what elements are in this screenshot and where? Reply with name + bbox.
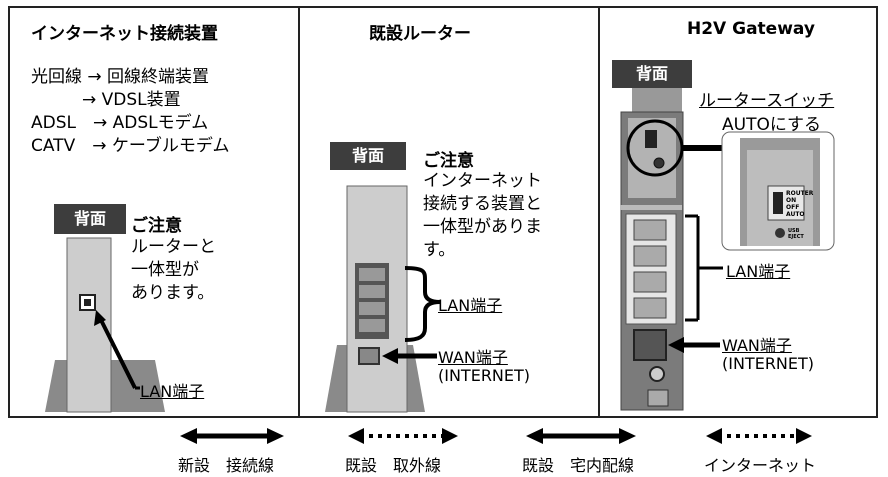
legend-arrow-2 — [348, 428, 458, 444]
panel-2-lan-label: LAN端子 — [438, 296, 503, 315]
panel-2-wan-sub: (INTERNET) — [438, 366, 531, 385]
panel-3-title: H2V Gateway — [687, 19, 815, 39]
panel-3-wan-label: WAN端子 — [722, 336, 792, 355]
legend-label-2: 既設 取外線 — [345, 456, 442, 475]
device-list-line: ADSL → ADSLモデム — [31, 113, 209, 133]
panel-1-note-title: ご注意 — [131, 216, 182, 236]
panel-divider-1 — [298, 6, 300, 418]
panel-1-note-text: ルーターと 一体型が あります。 — [131, 237, 216, 303]
router-device — [325, 185, 425, 413]
legend-label-4: インターネット — [704, 456, 817, 475]
device-list-line: CATV → ケーブルモデム — [31, 136, 230, 156]
panel-2-title: 既設ルーター — [369, 24, 471, 44]
gateway-wan-port — [633, 329, 667, 361]
legend-arrow-1 — [180, 428, 284, 444]
device-list-line: → VDSL装置 — [31, 90, 181, 110]
legend-arrow-3 — [526, 428, 636, 444]
panel-1-rear-badge: 背面 — [54, 204, 126, 234]
diagram-frame — [8, 6, 878, 418]
panel-1-device-list: 光回線 → 回線終端装置 → VDSL装置 ADSL → ADSLモデム CAT… — [31, 66, 229, 158]
panel-3-switch-action: AUTOにする — [722, 115, 822, 135]
panel-1-title: インターネット接続装置 — [31, 24, 218, 44]
gateway-device — [620, 60, 684, 411]
panel-2-note-text: インターネット 接続する装置と 一体型がありま す。 — [423, 171, 542, 260]
router-wan-port — [358, 347, 380, 365]
device-list-line: 光回線 → 回線終端装置 — [31, 67, 210, 87]
panel-3-lan-label: LAN端子 — [726, 262, 791, 281]
gateway-switch — [645, 130, 657, 148]
panel-1-lan-label: LAN端子 — [140, 382, 205, 401]
panel-3-wan-sub: (INTERNET) — [722, 354, 815, 373]
panel-divider-2 — [598, 6, 600, 418]
legend-label-3: 既設 宅内配線 — [522, 456, 635, 475]
router-lan-brace — [404, 266, 441, 342]
panel-3-switch-label: ルータースイッチ — [699, 91, 835, 111]
switch-label-text: ROUTER ON OFF AUTO — [786, 190, 814, 218]
panel-2-wan-label: WAN端子 — [438, 348, 508, 367]
panel-2-note-title: ご注意 — [423, 151, 474, 171]
panel-2-rear-badge: 背面 — [330, 142, 406, 170]
legend-label-1: 新設 接続線 — [178, 456, 275, 475]
panel-3-rear-badge: 背面 — [612, 60, 692, 88]
usb-label-text: USB EJECT — [788, 228, 804, 240]
modem-lan-pointer — [98, 317, 137, 389]
switch-zoom-inset — [721, 131, 835, 251]
legend-arrow-4 — [706, 428, 812, 444]
